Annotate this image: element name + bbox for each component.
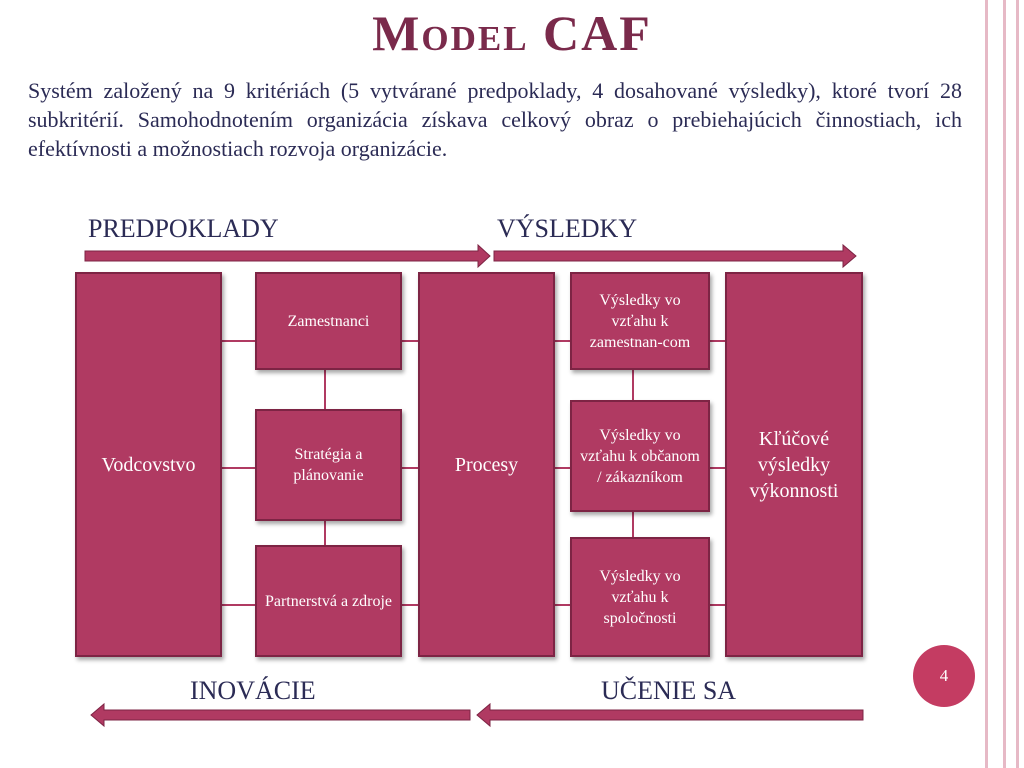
box-vysledky-zamestnanci: Výsledky vo vzťahu k zamestnan-com xyxy=(570,272,710,370)
box-klucove-vysledky: Kľúčové výsledky výkonnosti xyxy=(725,272,863,657)
heading-ucenie-sa: UČENIE SA xyxy=(601,676,737,705)
page-number-badge: 4 xyxy=(913,645,975,707)
decorative-stripe xyxy=(1016,0,1019,768)
slide-description: Systém založený na 9 kritériách (5 vytvá… xyxy=(28,78,962,161)
box-zamestnanci: Zamestnanci xyxy=(255,272,402,370)
arrow-left-ucenie-sa xyxy=(476,702,864,728)
connector xyxy=(632,368,634,402)
heading-inovacie: INOVÁCIE xyxy=(190,676,316,705)
slide-title: Model CAF xyxy=(372,5,652,61)
box-vodcovstvo: Vodcovstvo xyxy=(75,272,222,657)
arrow-right-predpoklady xyxy=(84,243,491,269)
decorative-stripe xyxy=(1003,0,1006,768)
box-strategia: Stratégia a plánovanie xyxy=(255,409,402,521)
connector xyxy=(632,509,634,539)
arrow-right-vysledky xyxy=(493,243,857,269)
box-vysledky-spolocnost: Výsledky vo vzťahu k spoločnosti xyxy=(570,537,710,657)
decorative-stripe xyxy=(985,0,988,768)
box-vysledky-obcania: Výsledky vo vzťahu k občanom / zákazníko… xyxy=(570,400,710,512)
box-procesy: Procesy xyxy=(418,272,555,657)
heading-vysledky: VÝSLEDKY xyxy=(497,214,638,243)
box-partnerstva: Partnerstvá a zdroje xyxy=(255,545,402,657)
arrow-left-inovacie xyxy=(90,702,471,728)
connector xyxy=(324,368,326,412)
heading-predpoklady: PREDPOKLADY xyxy=(88,214,279,243)
connector xyxy=(324,519,326,549)
